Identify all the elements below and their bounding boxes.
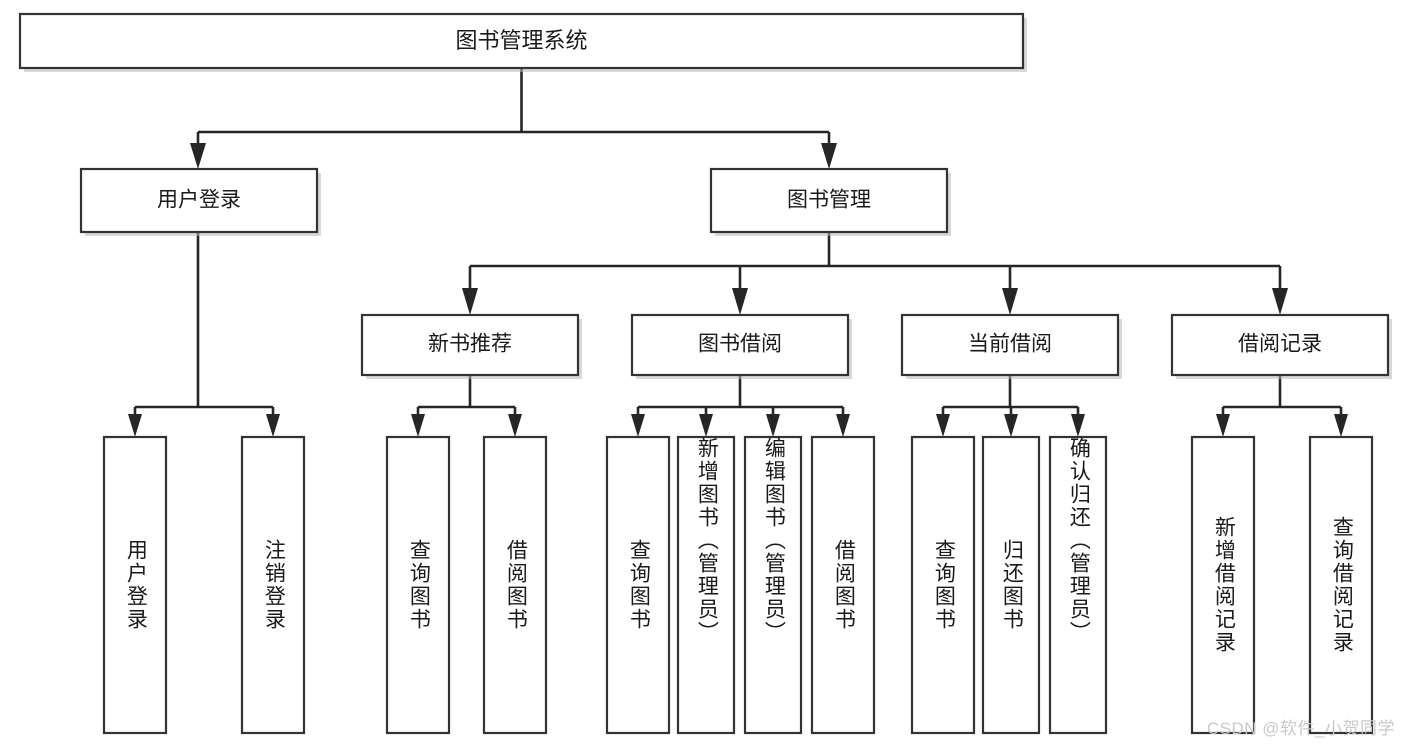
- leaf-return-book-box[interactable]: [981, 435, 1041, 735]
- leaf-confirm-return-box[interactable]: [1048, 435, 1108, 735]
- node-current-borrow-box[interactable]: [900, 313, 1120, 377]
- leaf-query-book-rec-box[interactable]: [385, 435, 451, 735]
- arrow-head-leaf-borrow-book-rec: [508, 414, 522, 437]
- node-user-login-box[interactable]: [79, 167, 319, 234]
- arrow-head-leaf-add-record: [1216, 414, 1230, 437]
- leaf-query-book-borrow-box[interactable]: [605, 435, 671, 735]
- arrow-head-leaf-user-login: [128, 414, 142, 437]
- arrow-head-leaf-query-book-rec: [411, 414, 425, 437]
- node-user-login-label: 用户登录: [157, 189, 241, 212]
- arrow-head-leaf-edit-book: [766, 414, 780, 437]
- node-book-borrow-box[interactable]: [630, 313, 850, 377]
- leaf-borrow-book-box[interactable]: [810, 435, 876, 735]
- leaf-user-login-box[interactable]: [102, 435, 168, 735]
- arrow-head-new-book-rec: [462, 288, 478, 315]
- arrow-head-current-borrow: [1002, 288, 1018, 315]
- leaf-add-book-box[interactable]: [676, 435, 736, 735]
- leaf-query-record-box[interactable]: [1308, 435, 1374, 735]
- leaf-add-record-box[interactable]: [1190, 435, 1256, 735]
- nodes-layer: 图书管理系统 用户登录 图书管理 新书推荐 图书借阅 当前借阅 借阅记录: [18, 12, 1392, 735]
- node-borrow-record-box[interactable]: [1170, 313, 1390, 377]
- leaf-edit-book-box[interactable]: [743, 435, 803, 735]
- node-book-manage-label: 图书管理: [787, 189, 871, 212]
- arrow-head-leaf-logout: [266, 414, 280, 437]
- arrow-head-book-borrow: [732, 288, 748, 315]
- leaf-logout-box[interactable]: [240, 435, 306, 735]
- node-new-book-rec-box[interactable]: [360, 313, 580, 377]
- leaf-borrow-book-rec-box[interactable]: [482, 435, 548, 735]
- node-current-borrow-label: 当前借阅: [968, 333, 1052, 356]
- watermark-text: CSDN @软件_小贺同学: [1206, 719, 1395, 738]
- arrow-head-leaf-return-book: [1004, 414, 1018, 437]
- arrow-head-leaf-query-record: [1334, 414, 1348, 437]
- arrow-head-borrow-record: [1272, 288, 1288, 315]
- node-book-manage-box[interactable]: [709, 167, 949, 234]
- node-borrow-record-label: 借阅记录: [1238, 333, 1322, 356]
- arrow-head-leaf-query-book-cur: [936, 414, 950, 437]
- arrow-head-leaf-confirm-return: [1071, 414, 1085, 437]
- connectors-layer: [128, 68, 1348, 437]
- root-node-box[interactable]: [18, 12, 1025, 70]
- arrow-head-book-manage: [821, 143, 837, 169]
- arrow-head-user-login: [190, 143, 206, 169]
- node-book-borrow-label: 图书借阅: [698, 333, 782, 356]
- arrow-head-leaf-add-book: [699, 414, 713, 437]
- arrow-head-leaf-query-book-borrow: [631, 414, 645, 437]
- root-node-label: 图书管理系统: [455, 28, 587, 53]
- node-new-book-rec-label: 新书推荐: [428, 333, 512, 356]
- leaf-query-book-cur-box[interactable]: [910, 435, 976, 735]
- arrow-head-leaf-borrow-book: [836, 414, 850, 437]
